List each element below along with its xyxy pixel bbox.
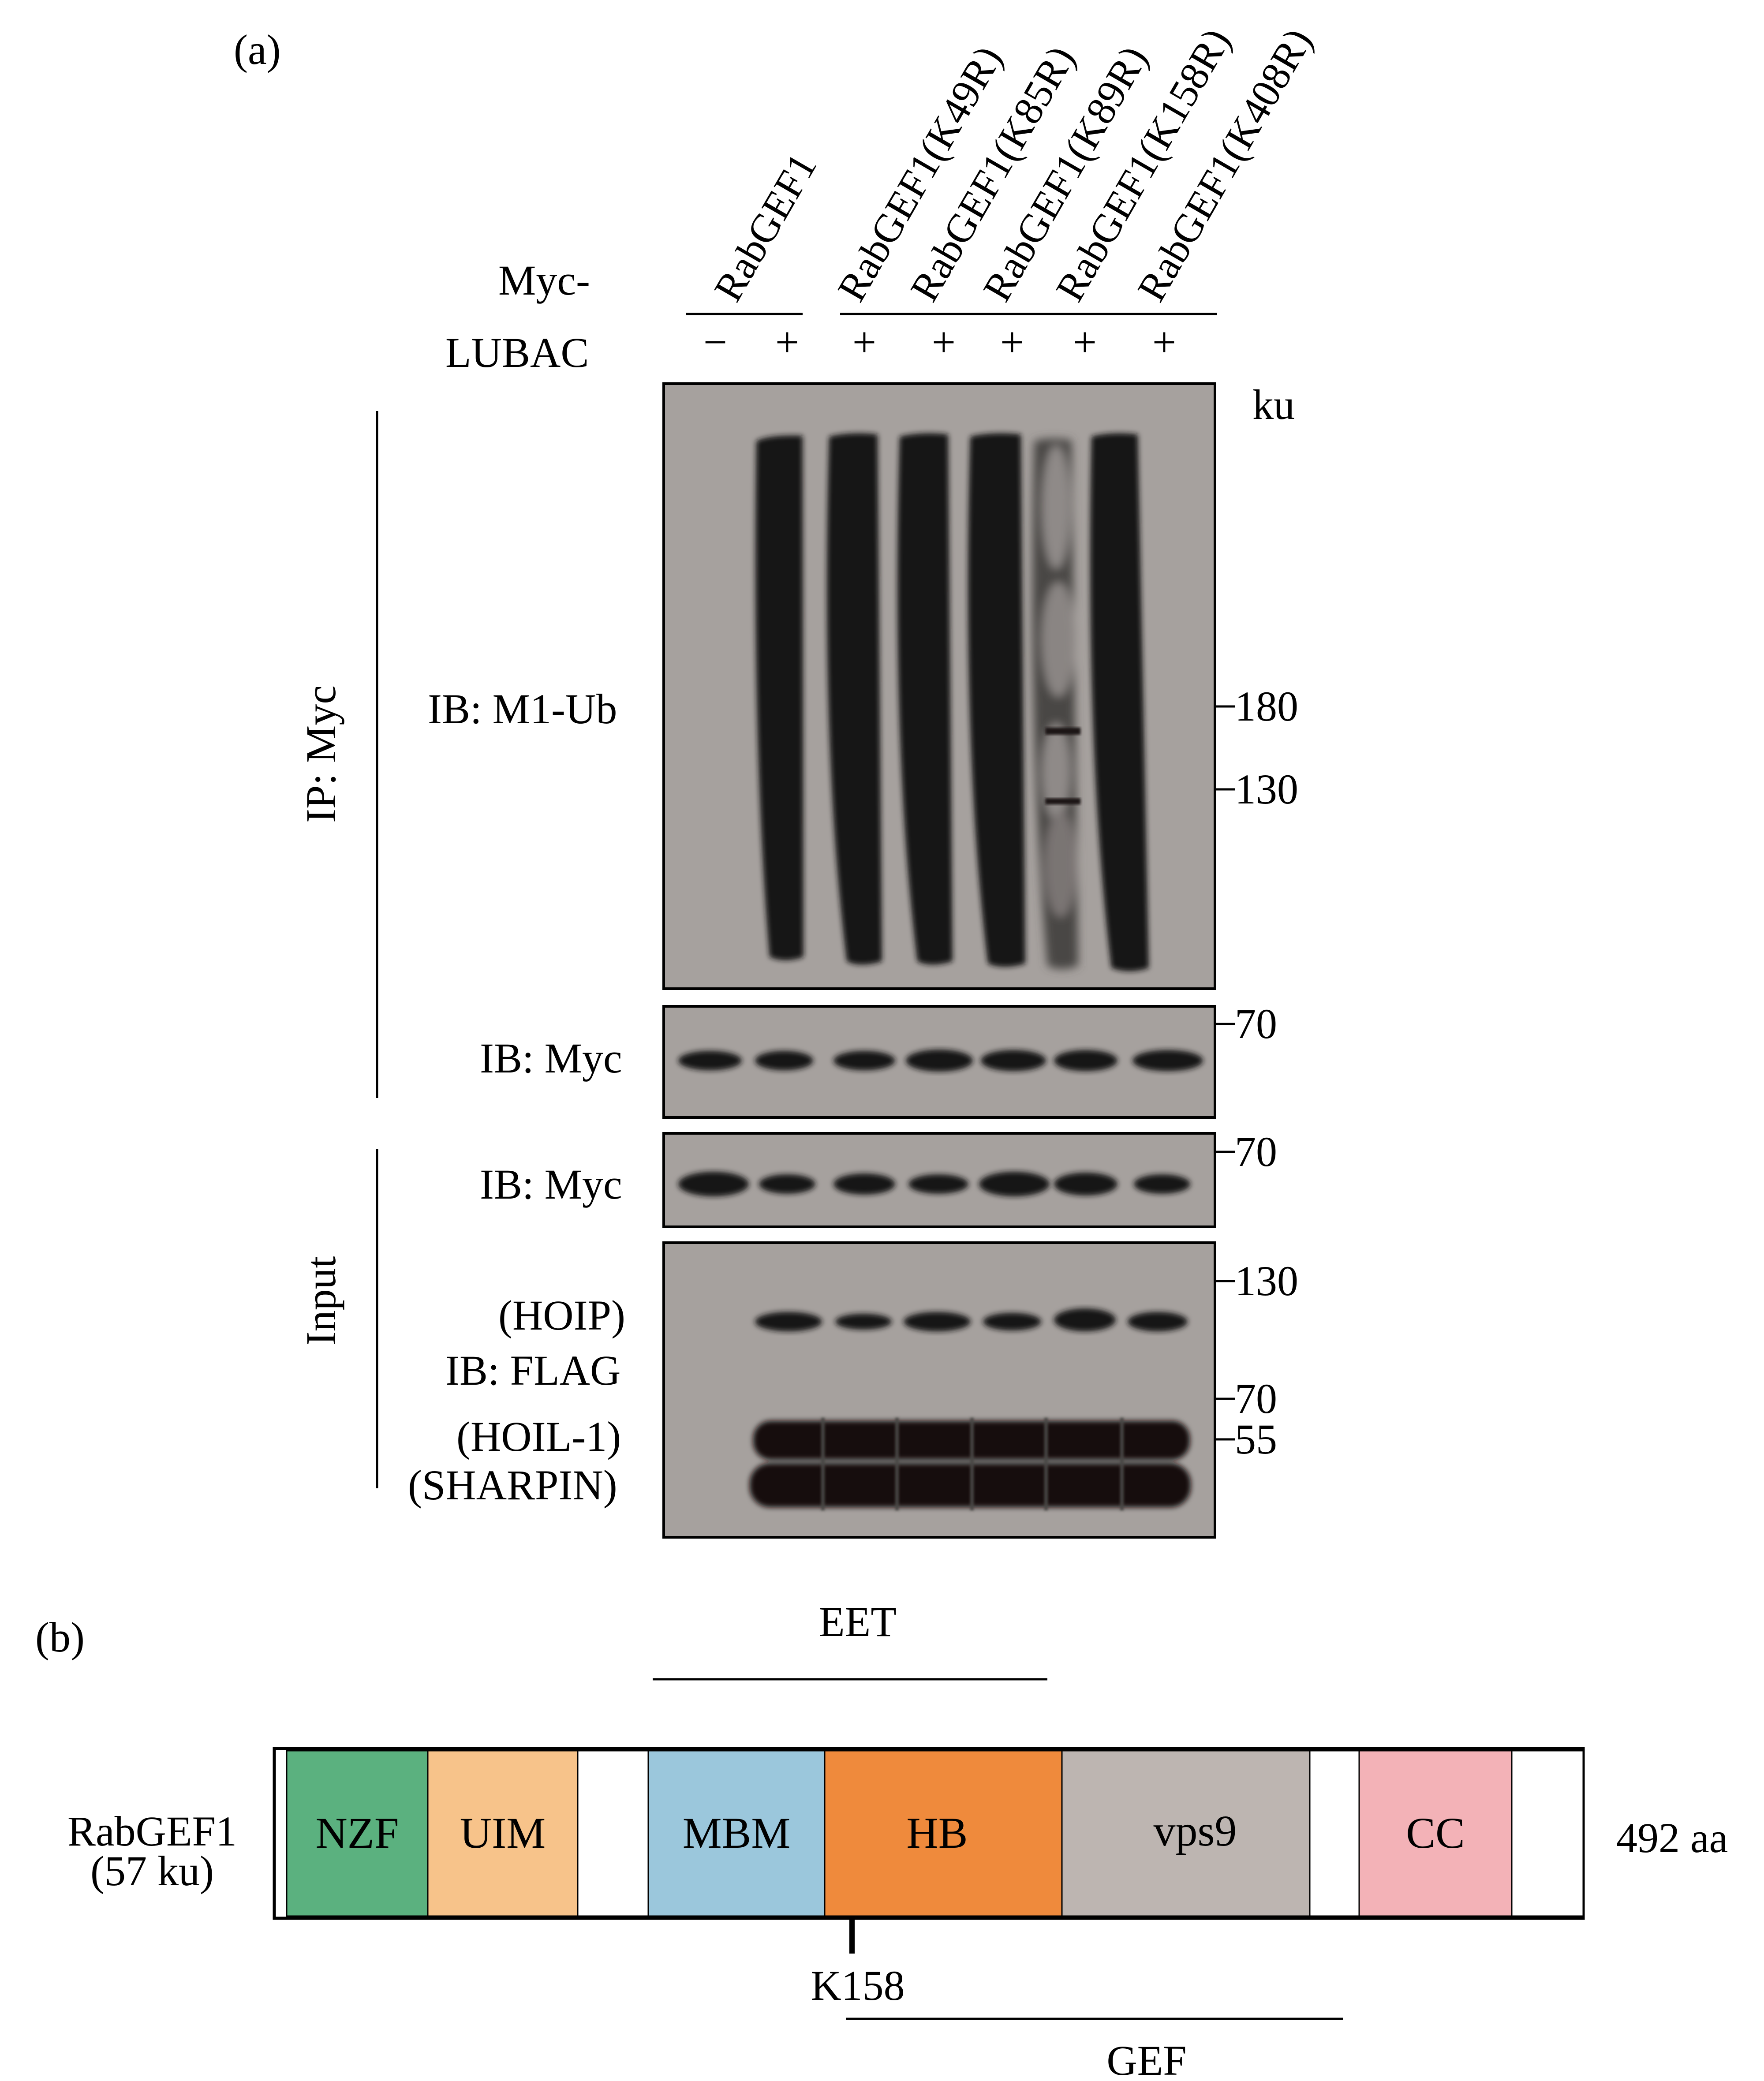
gef-label: GEF: [1106, 2037, 1186, 2081]
domain-vps9: [1061, 1750, 1311, 1917]
input-myc-marker-70: 70: [1235, 1128, 1277, 1175]
lubac-sign-0: −: [703, 318, 727, 366]
m1ub-marker-130: 130: [1235, 766, 1298, 813]
panel-a: (a) RabGEF1 RabGEF1(K49R) RabGEF1(K85R) …: [234, 21, 1321, 1539]
ip-myc-section-label: IP: Myc: [297, 685, 344, 823]
mw-unit-label: ku: [1252, 381, 1295, 428]
protein-name: RabGEF1: [67, 1808, 237, 1855]
hoil-label: (HOIL-1): [456, 1413, 621, 1460]
input-myc-blot: [662, 1132, 1216, 1228]
m1ub-markers: 180 130: [1215, 683, 1298, 813]
m1ub-blot-label: IB: M1-Ub: [428, 685, 617, 732]
domain-labels: NZF UIM MBM HB vps9 CC: [316, 1806, 1465, 1857]
lubac-row-label: LUBAC: [445, 329, 589, 376]
flag-markers: 130 70 55: [1215, 1257, 1298, 1463]
domain-nzf: [286, 1750, 429, 1917]
flag-marker-70: 70: [1235, 1375, 1277, 1422]
input-myc-bands: [678, 1172, 1190, 1196]
domain-label-hb: HB: [907, 1808, 968, 1857]
domain-linker-1: [577, 1750, 649, 1917]
domain-mbm: [647, 1750, 826, 1917]
eet-label: EET: [819, 1598, 897, 1645]
domain-cc: [1358, 1750, 1513, 1917]
ip-myc-blot-label: IB: Myc: [480, 1035, 622, 1082]
lubac-sign-2: +: [852, 318, 876, 366]
domain-label-cc: CC: [1406, 1808, 1465, 1857]
ip-myc-blot: [662, 1005, 1216, 1119]
domain-linker-3: [1511, 1750, 1584, 1917]
ip-myc-bands: [678, 1050, 1203, 1072]
k158-label: K158: [811, 1962, 904, 2009]
domain-label-nzf: NZF: [316, 1808, 399, 1857]
lubac-sign-4: +: [1000, 318, 1024, 366]
panel-b-label: (b): [35, 1614, 85, 1661]
lane-construct-labels: RabGEF1 RabGEF1(K49R) RabGEF1(K85R) RabG…: [705, 21, 1321, 309]
domain-uim: [427, 1750, 579, 1917]
panel-b: (b) EET RabGEF1 (57 ku) NZF UIM MBM HB v…: [35, 1598, 1728, 2081]
lubac-signs: − + + + + + +: [703, 318, 1176, 366]
domain-bar: [273, 1747, 1585, 1920]
input-myc-blot-label: IB: Myc: [480, 1161, 622, 1208]
lubac-sign-6: +: [1152, 318, 1176, 366]
domain-linker-2: [1309, 1750, 1360, 1917]
flag-marker-55: 55: [1235, 1416, 1277, 1463]
m1ub-blot: [662, 382, 1216, 990]
panel-a-label: (a): [234, 26, 281, 73]
flag-marker-130: 130: [1235, 1257, 1298, 1304]
myc-row-label: Myc-: [498, 257, 590, 304]
ip-myc-marker-70: 70: [1235, 1000, 1277, 1047]
domain-label-mbm: MBM: [683, 1808, 791, 1857]
m1ub-marker-180: 180: [1235, 683, 1298, 730]
domain-hb: [824, 1750, 1063, 1917]
flag-blot-label: IB: FLAG: [445, 1347, 620, 1394]
hoip-bands: [755, 1308, 1188, 1331]
sharpin-label: (SHARPIN): [408, 1461, 617, 1509]
lane-label-0: RabGEF1: [705, 146, 825, 309]
input-section-label: Input: [297, 1256, 344, 1345]
input-myc-markers: 70: [1215, 1128, 1277, 1175]
lubac-sign-1: +: [775, 318, 799, 366]
flag-blot: [662, 1241, 1216, 1539]
lubac-sign-5: +: [1073, 318, 1097, 366]
lubac-sign-3: +: [932, 318, 956, 366]
protein-mass: (57 ku): [90, 1847, 214, 1894]
protein-length: 492 aa: [1616, 1814, 1728, 1861]
ip-myc-markers: 70: [1215, 1000, 1277, 1047]
hoip-label: (HOIP): [498, 1292, 625, 1339]
domain-label-uim: UIM: [460, 1808, 546, 1857]
domain-label-vps9: vps9: [1154, 1806, 1237, 1855]
